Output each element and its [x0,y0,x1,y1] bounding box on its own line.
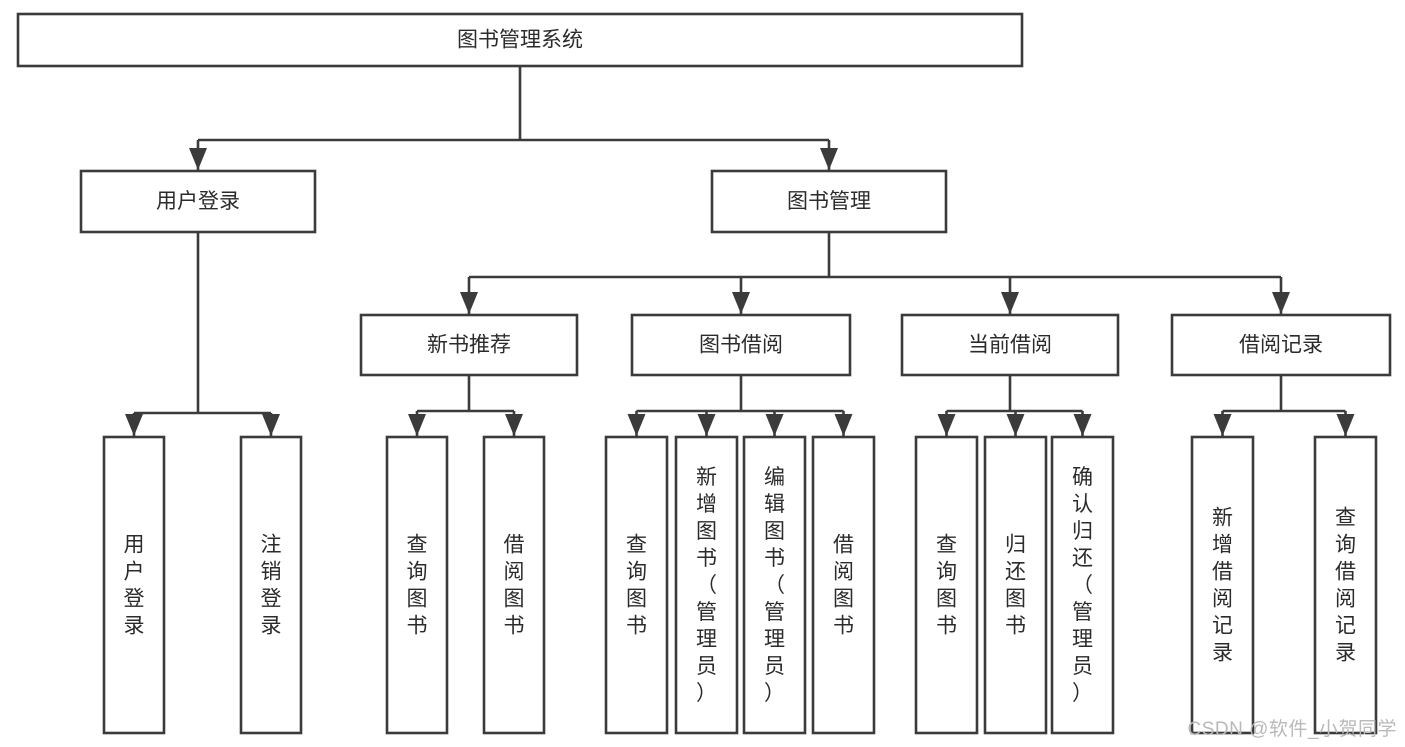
node-box [811,435,876,735]
arrowhead-icon [697,414,716,436]
node-leaf-7[interactable]: 借阅图书 [811,435,876,735]
node-leaf-5[interactable]: 新增图书（管理员） [674,435,739,735]
arrowhead-icon [732,292,750,314]
node-leaf-0[interactable]: 用户登录 [102,435,166,735]
arrowhead-icon [627,414,646,436]
node-label: 借阅记录 [1239,334,1323,357]
node-box [1170,313,1392,377]
node-label: 图书借阅 [699,334,783,357]
node-label: 查询图书 [407,533,428,637]
node-box [359,313,579,377]
node-label: 用户登录 [124,533,145,637]
arrowhead-icon [125,414,143,436]
node-l3-3[interactable]: 借阅记录 [1170,313,1392,377]
node-box [630,313,852,377]
node-label: 注销登录 [261,533,282,637]
node-label: 新书推荐 [427,334,511,357]
arrowhead-icon [189,148,207,170]
node-label: 新增借阅记录 [1212,506,1233,664]
node-leaf-11[interactable]: 新增借阅记录 [1190,435,1255,735]
node-leaf-1[interactable]: 注销登录 [239,435,303,735]
node-box [983,435,1048,735]
node-box [914,435,979,735]
node-leaf-9[interactable]: 归还图书 [983,435,1048,735]
connector-layer [125,66,1355,436]
node-leaf-3[interactable]: 借阅图书 [482,435,546,735]
node-label: 查询图书 [936,533,957,637]
node-label: 当前借阅 [968,334,1052,357]
arrowhead-icon [262,414,280,436]
arrowhead-icon [1272,292,1290,314]
node-root-0[interactable]: 图书管理系统 [16,12,1024,68]
node-label: 编辑图书（管理员） [764,466,785,705]
node-label: 借阅图书 [504,533,525,637]
node-box [742,435,807,735]
node-leaf-12[interactable]: 查询借阅记录 [1313,435,1378,735]
node-label: 图书管理 [787,190,871,213]
node-box [102,435,166,735]
node-label: 查询借阅记录 [1335,506,1356,664]
node-leaf-8[interactable]: 查询图书 [914,435,979,735]
node-leaf-2[interactable]: 查询图书 [385,435,449,735]
arrowhead-icon [1001,292,1019,314]
node-leaf-4[interactable]: 查询图书 [604,435,669,735]
node-l3-0[interactable]: 新书推荐 [359,313,579,377]
node-l3-2[interactable]: 当前借阅 [900,313,1120,377]
arrowhead-icon [1006,414,1025,436]
node-box [239,435,303,735]
csdn-watermark: CSDN @软件_小贺同学 [1187,719,1397,740]
node-leaf-6[interactable]: 编辑图书（管理员） [742,435,807,735]
node-box [79,169,317,234]
node-label: 查询图书 [626,533,647,637]
node-label: 新增图书（管理员） [696,466,717,705]
arrowhead-icon [820,148,838,170]
arrowhead-icon [1336,414,1355,436]
node-box [385,435,449,735]
arrowhead-icon [1073,414,1092,436]
arrowhead-icon [460,292,478,314]
arrowhead-icon [937,414,956,436]
node-box [16,12,1024,68]
node-box [1313,435,1378,735]
arrowhead-icon [505,414,523,436]
node-label: 图书管理系统 [457,29,583,52]
node-label: 归还图书 [1005,533,1026,637]
node-l2-0[interactable]: 用户登录 [79,169,317,234]
node-box [604,435,669,735]
arrowhead-icon [834,414,853,436]
node-box [674,435,739,735]
node-box [710,169,948,234]
node-label: 借阅图书 [833,533,854,637]
node-layer: 图书管理系统用户登录图书管理新书推荐图书借阅当前借阅借阅记录用户登录注销登录查询… [16,12,1392,735]
node-box [482,435,546,735]
node-box [900,313,1120,377]
node-box [1190,435,1255,735]
node-label: 确认归还（管理员） [1072,466,1093,705]
arrowhead-icon [1213,414,1232,436]
node-leaf-10[interactable]: 确认归还（管理员） [1050,435,1115,735]
node-l3-1[interactable]: 图书借阅 [630,313,852,377]
node-l2-1[interactable]: 图书管理 [710,169,948,234]
arrowhead-icon [765,414,784,436]
node-label: 用户登录 [156,190,240,213]
node-box [1050,435,1115,735]
arrowhead-icon [408,414,426,436]
